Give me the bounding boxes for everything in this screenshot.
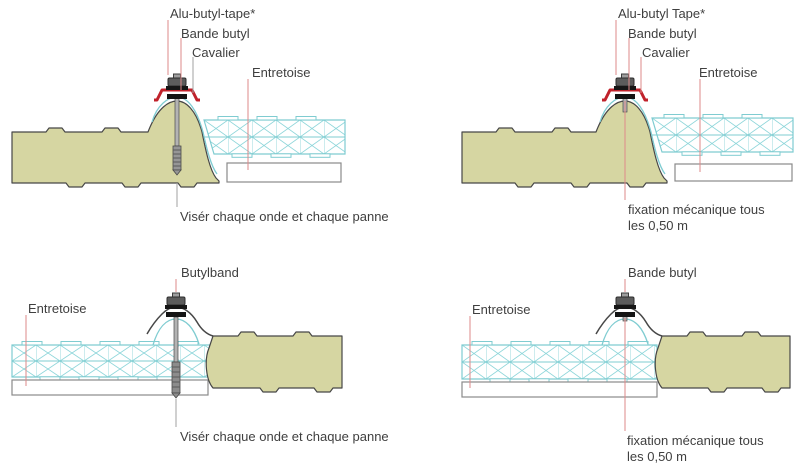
caption-screw-every-rib: Visér chaque onde et chaque panne bbox=[180, 429, 389, 444]
caption-line-2: les 0,50 m bbox=[627, 449, 687, 464]
screw-fixing bbox=[154, 73, 200, 176]
caption-line-2: les 0,50 m bbox=[628, 218, 688, 233]
diagram-top-right bbox=[461, 20, 794, 200]
caption-screw-every-rib: Visér chaque onde et chaque panne bbox=[180, 209, 389, 224]
butyl-band bbox=[615, 312, 635, 317]
butyl-band bbox=[166, 312, 186, 317]
leader-lines bbox=[25, 279, 177, 427]
diagram-top-left bbox=[11, 20, 346, 207]
diagram-bottom-right bbox=[461, 279, 791, 431]
polycarb-sheet-curve bbox=[599, 96, 666, 175]
label-entretoise: Entretoise bbox=[252, 65, 311, 80]
spacer-rect bbox=[674, 163, 793, 182]
label-entretoise: Entretoise bbox=[28, 301, 87, 316]
leader-lines bbox=[469, 279, 626, 431]
label-alu-butyl-tape: Alu-butyl Tape* bbox=[618, 6, 706, 21]
screw-fixing bbox=[164, 292, 188, 399]
lattice-tabs bbox=[471, 341, 649, 383]
metal-sheet-curve bbox=[595, 306, 663, 337]
spacer-rect bbox=[226, 162, 342, 183]
caption-mechanical-fixing: fixation mécanique tous les 0,50 m bbox=[627, 433, 764, 465]
label-cavalier: Cavalier bbox=[642, 45, 690, 60]
lattice-tabs bbox=[21, 341, 199, 381]
caption-line-1: fixation mécanique tous bbox=[628, 202, 765, 217]
spacer-rect bbox=[11, 379, 209, 396]
caption-mechanical-fixing: fixation mécanique tous les 0,50 m bbox=[628, 202, 765, 234]
sandwich-panel bbox=[11, 100, 220, 188]
sandwich-panel bbox=[205, 331, 343, 393]
label-entretoise: Entretoise bbox=[472, 302, 531, 317]
label-bande-butyl: Bande butyl bbox=[628, 265, 697, 280]
label-entretoise: Entretoise bbox=[699, 65, 758, 80]
lattice-tabs bbox=[663, 114, 781, 156]
butyl-band bbox=[167, 94, 187, 99]
leader-lines bbox=[167, 20, 249, 207]
leader-lines bbox=[615, 20, 701, 200]
label-bande-butyl: Bande butyl bbox=[628, 26, 697, 41]
sandwich-panel bbox=[654, 331, 791, 393]
sandwich-panel bbox=[461, 100, 668, 188]
diagram-bottom-left bbox=[11, 279, 343, 427]
label-butylband: Butylband bbox=[181, 265, 239, 280]
label-cavalier: Cavalier bbox=[192, 45, 240, 60]
polycarb-sheet-curve bbox=[151, 96, 218, 175]
lattice-tabs bbox=[217, 116, 331, 158]
spacer-rect bbox=[461, 381, 658, 398]
butyl-band bbox=[615, 94, 635, 99]
label-alu-butyl-tape: Alu-butyl-tape* bbox=[170, 6, 256, 21]
screw-fixing bbox=[613, 292, 637, 322]
caption-line-1: fixation mécanique tous bbox=[627, 433, 764, 448]
metal-sheet-curve bbox=[146, 306, 214, 337]
label-bande-butyl: Bande butyl bbox=[181, 26, 250, 41]
